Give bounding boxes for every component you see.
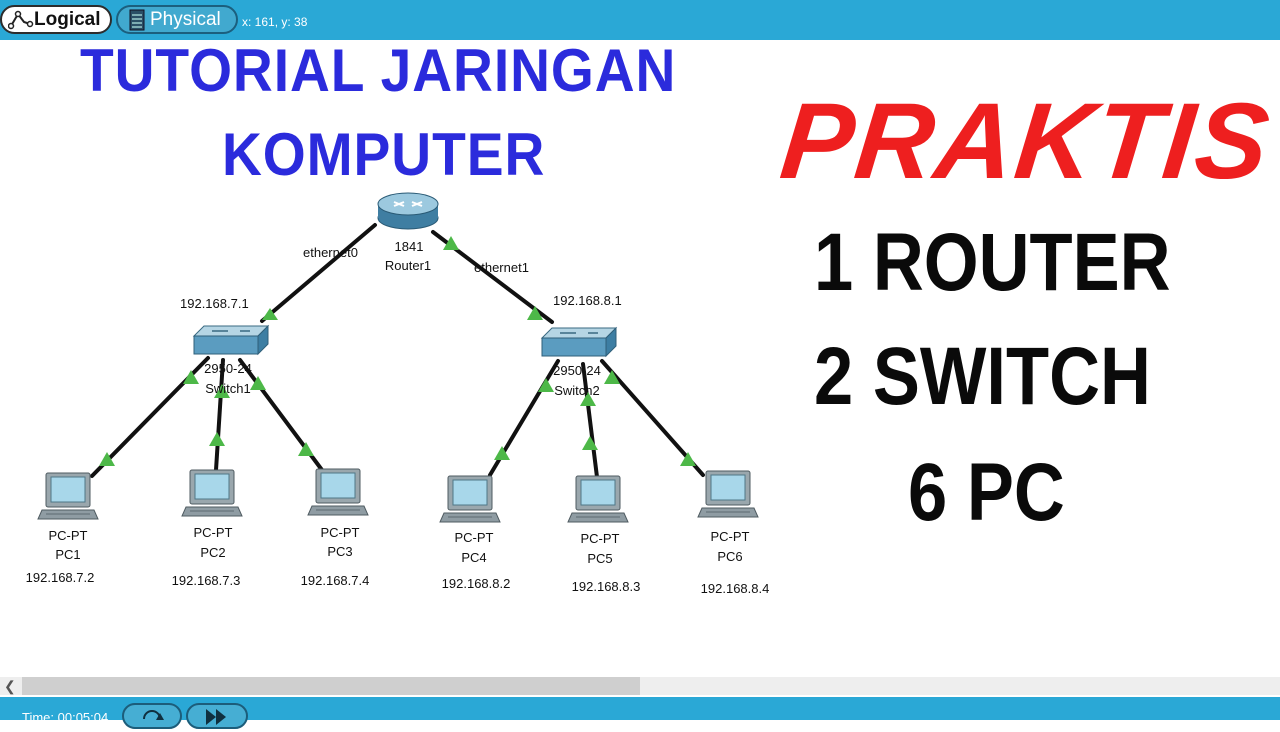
link-up-icon — [99, 452, 115, 466]
pc3-device[interactable] — [307, 468, 369, 516]
pc6-model-label: PC-PT — [711, 529, 750, 544]
pc5-name-label: PC5 — [587, 551, 612, 566]
logical-tab[interactable]: Logical — [0, 5, 112, 34]
physical-tab[interactable]: Physical — [116, 5, 238, 34]
power-cycle-button[interactable] — [122, 703, 182, 729]
pc4-model-label: PC-PT — [455, 530, 494, 545]
router-model-label: 1841 — [395, 239, 424, 254]
link-up-icon — [209, 432, 225, 446]
gateway-right-label: 192.168.8.1 — [553, 293, 622, 308]
pc2-ip-label: 192.168.7.3 — [172, 573, 241, 588]
link-up-icon — [680, 452, 696, 466]
pc5-ip-label: 192.168.8.3 — [572, 579, 641, 594]
pc3-ip-label: 192.168.7.4 — [301, 573, 370, 588]
link-status-indicators — [99, 236, 696, 466]
pc6-ip-label: 192.168.8.4 — [701, 581, 770, 596]
physical-workspace-icon — [129, 9, 145, 30]
link-up-icon — [538, 378, 554, 392]
link-router-switch1 — [260, 223, 377, 323]
pc3-model-label: PC-PT — [321, 525, 360, 540]
link-up-icon — [580, 392, 596, 406]
switch1-name-label: Switch1 — [205, 381, 251, 396]
pc6-device[interactable] — [697, 470, 759, 518]
link-up-icon — [443, 236, 459, 250]
pc-icon — [697, 470, 759, 518]
link-up-icon — [527, 306, 543, 320]
topology-canvas[interactable]: 1841 Router1 ethernet0 ethernet1 192.168… — [0, 40, 800, 680]
link-up-icon — [262, 308, 278, 320]
cursor-coordinates: x: 161, y: 38 — [242, 15, 308, 29]
pc-icon — [567, 475, 629, 523]
router-name-label: Router1 — [385, 258, 431, 273]
horizontal-scrollbar[interactable]: ❮ — [0, 677, 1280, 695]
switch2-name-label: Switch2 — [554, 383, 600, 398]
physical-tab-label: Physical — [150, 8, 221, 30]
pc4-ip-label: 192.168.8.2 — [442, 576, 511, 591]
refresh-icon — [143, 710, 164, 720]
pc2-device[interactable] — [181, 469, 243, 517]
pc1-ip-label: 192.168.7.2 — [26, 570, 95, 585]
tutorial-title-line1: TUTORIAL JARINGAN — [80, 37, 677, 104]
switch-icon — [193, 325, 269, 355]
link-switch1-pc2 — [214, 358, 225, 472]
pc6-name-label: PC6 — [717, 549, 742, 564]
link-up-icon — [298, 442, 314, 456]
pc-icon — [307, 468, 369, 516]
interface-left-label: ethernet0 — [303, 245, 358, 260]
link-up-icon — [250, 376, 266, 390]
pc4-name-label: PC4 — [461, 550, 486, 565]
pc1-model-label: PC-PT — [49, 528, 88, 543]
tutorial-title-line2: KOMPUTER — [222, 121, 546, 188]
switch2-device[interactable] — [541, 327, 617, 357]
scroll-left-icon[interactable]: ❮ — [4, 678, 16, 694]
switch1-model-label: 2950-24 — [204, 361, 252, 376]
pc-icon — [439, 475, 501, 523]
link-up-icon — [494, 446, 510, 460]
link-up-icon — [183, 370, 199, 384]
router-device[interactable] — [377, 192, 439, 230]
link-up-icon — [582, 436, 598, 450]
fast-forward-icon — [206, 709, 226, 725]
summary-pc-count: 6 PC — [908, 447, 1065, 538]
summary-router-count: 1 ROUTER — [814, 217, 1171, 308]
scrollbar-thumb[interactable] — [22, 677, 640, 695]
pc4-device[interactable] — [439, 475, 501, 523]
link-switch2-pc5 — [581, 362, 599, 479]
pc1-name-label: PC1 — [55, 547, 80, 562]
pc-icon — [181, 469, 243, 517]
pc-icon — [37, 472, 99, 520]
switch-icon — [541, 327, 617, 357]
router-icon — [377, 192, 439, 230]
pc5-device[interactable] — [567, 475, 629, 523]
fast-forward-button[interactable] — [186, 703, 248, 729]
summary-switch-count: 2 SWITCH — [814, 331, 1151, 422]
gateway-left-label: 192.168.7.1 — [180, 296, 249, 311]
switch1-device[interactable] — [193, 325, 269, 355]
link-up-icon — [214, 384, 230, 398]
link-up-icon — [604, 370, 620, 384]
pc2-model-label: PC-PT — [194, 525, 233, 540]
logical-workspace-icon — [8, 10, 34, 29]
pc5-model-label: PC-PT — [581, 531, 620, 546]
status-bar — [0, 697, 1280, 720]
pc1-device[interactable] — [37, 472, 99, 520]
simulation-time: Time: 00:05:04 — [22, 710, 109, 725]
pc2-name-label: PC2 — [200, 545, 225, 560]
pc3-name-label: PC3 — [327, 544, 352, 559]
logical-tab-label: Logical — [34, 8, 101, 30]
switch2-model-label: 2950-24 — [553, 363, 601, 378]
praktis-heading: PRAKTIS — [775, 80, 1277, 201]
interface-right-label: ethernet1 — [474, 260, 529, 275]
